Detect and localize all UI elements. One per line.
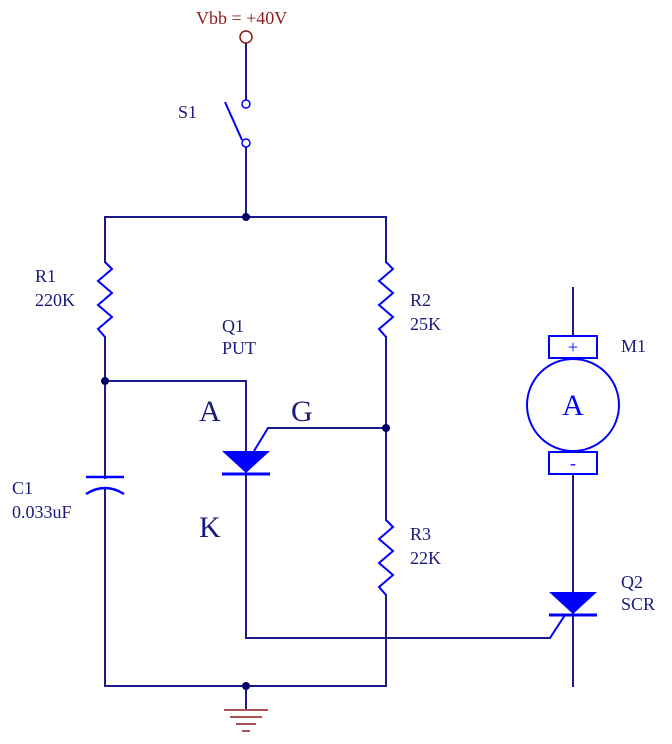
supply-label: Vbb = +40V [196,8,287,28]
resistor-r1: R1 220K [35,261,114,338]
put-q1: Q1 PUT A G K [199,316,313,544]
m1-name: M1 [621,336,646,356]
m1-plus: + [568,337,578,357]
motor-m1: + - A M1 [526,335,646,475]
capacitor-c1: C1 0.033uF [12,475,125,522]
resistor-r2: R2 25K [377,261,441,338]
resistor-r3: R3 22K [377,519,441,596]
junction-ground [242,682,250,690]
junction-gate [382,424,390,432]
junction-top [242,213,250,221]
q1-cathode-label: K [199,511,221,544]
supply-terminal: Vbb = +40V [196,8,287,44]
r3-value: 22K [410,548,441,568]
r1-value: 220K [35,290,75,310]
junctions [101,213,390,690]
q2-type: SCR [621,594,655,614]
r1-name: R1 [35,266,56,286]
r2-name: R2 [410,290,431,310]
switch-label: S1 [178,102,197,122]
r3-name: R3 [410,524,431,544]
m1-minus: - [570,453,576,473]
q2-name: Q2 [621,572,643,592]
scr-q2: Q2 SCR [549,572,655,639]
q1-gate-label: G [291,395,313,428]
r2-value: 25K [410,314,441,334]
ground-symbol [224,709,268,732]
q1-type: PUT [222,338,256,358]
c1-name: C1 [12,478,33,498]
q1-anode-label: A [199,395,221,428]
c1-value: 0.033uF [12,502,72,522]
switch-s1: S1 [178,99,251,148]
wires [104,43,574,709]
m1-symbol: A [562,389,584,422]
q1-name: Q1 [222,316,244,336]
junction-anode [101,377,109,385]
